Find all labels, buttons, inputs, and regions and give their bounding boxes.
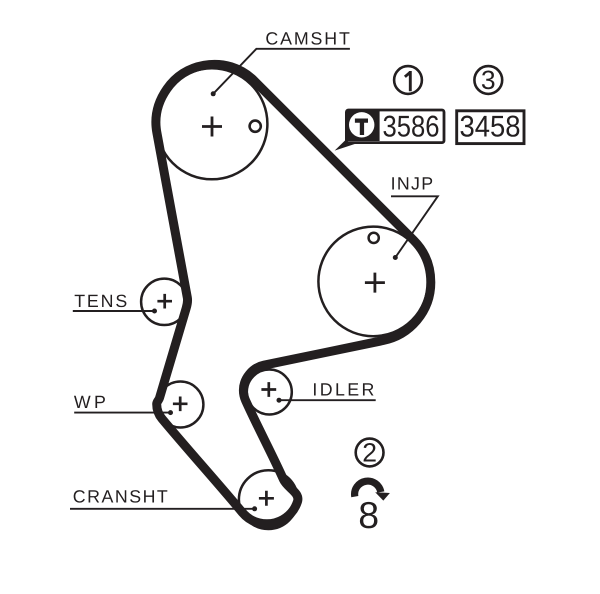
svg-text:IDLER: IDLER [312,380,374,400]
svg-text:INJP: INJP [391,174,434,194]
svg-text:2: 2 [362,438,377,468]
svg-text:CRANSHT: CRANSHT [73,486,168,506]
svg-text:CAMSHT: CAMSHT [265,29,350,49]
svg-text:3: 3 [481,65,496,95]
svg-text:TENS: TENS [74,291,127,311]
svg-text:3458: 3458 [460,111,521,144]
svg-text:WP: WP [74,392,106,412]
svg-text:8: 8 [358,494,379,536]
svg-text:3586: 3586 [383,111,440,144]
